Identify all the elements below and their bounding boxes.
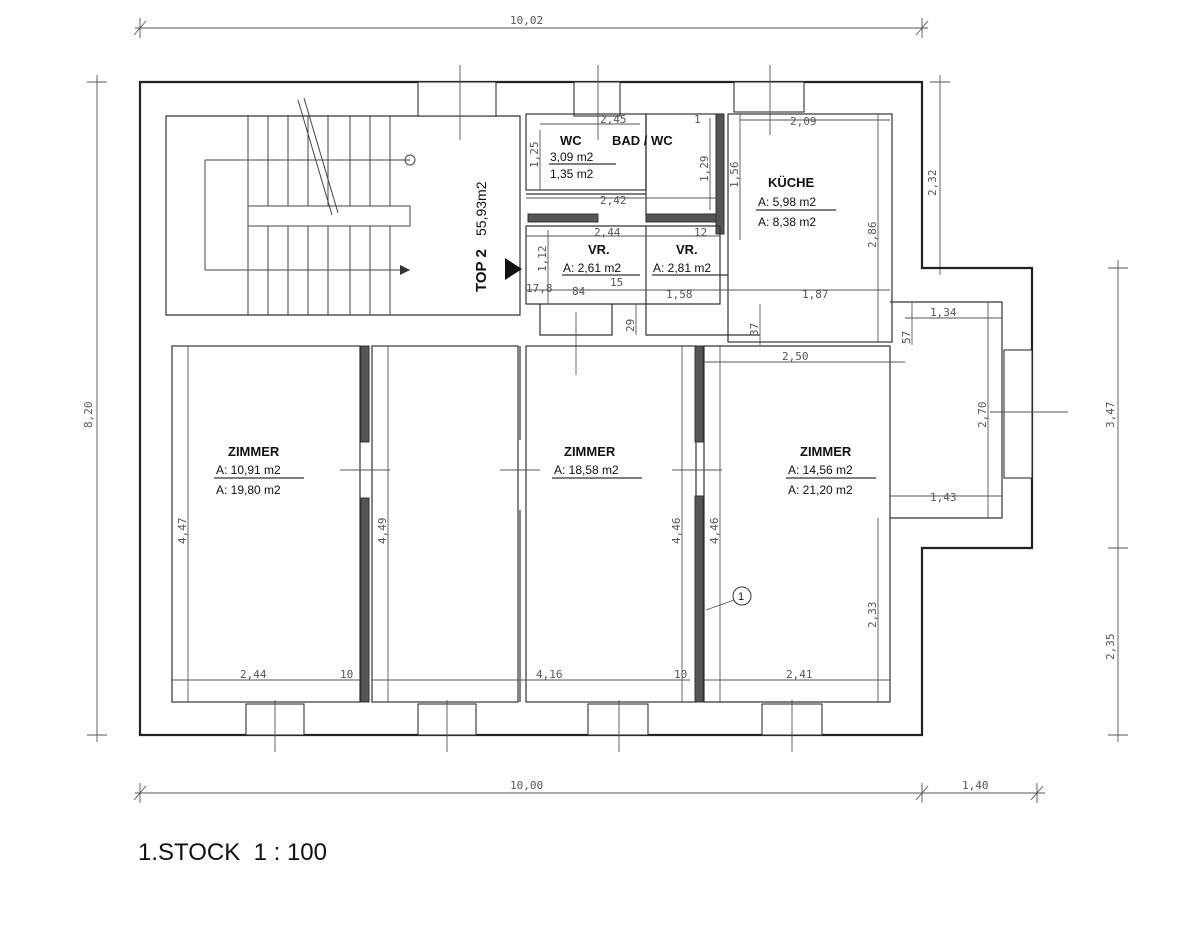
dim-left-height: 8,20 <box>82 402 95 429</box>
dim-bay-134: 1,34 <box>930 306 957 319</box>
dim-vr-37: 37 <box>748 323 761 336</box>
kueche-area2: A: 8,38 m2 <box>758 215 816 229</box>
dim-bottom-overall: 10,00 <box>510 779 543 792</box>
bad-wc-name: BAD / WC <box>612 133 673 148</box>
dimension-texts: 10,02 10,00 1,40 8,20 2,32 3,47 2,35 2,4… <box>82 14 1117 792</box>
vr1-area: A: 2,61 m2 <box>563 261 621 275</box>
dim-kueche-height: 2,86 <box>866 222 879 249</box>
dim-right-upper: 2,32 <box>926 170 939 197</box>
dim-z3-height: 4,46 <box>708 518 721 545</box>
dim-z1-width: 2,44 <box>240 668 267 681</box>
dim-bay-270: 2,70 <box>976 402 989 429</box>
dim-bad-width: 1 <box>694 113 701 126</box>
dim-kueche-width: 2,09 <box>790 115 817 128</box>
dim-wall-156: 1,56 <box>728 162 741 189</box>
vr2-name: VR. <box>676 242 698 257</box>
dim-z2-10: 10 <box>674 668 687 681</box>
dim-wc-height: 1,25 <box>528 142 541 169</box>
dim-bottom-right: 1,40 <box>962 779 989 792</box>
entry-arrow-icon <box>505 258 522 280</box>
dim-vr-178: 17,8 <box>526 282 553 295</box>
dim-mid-242: 2,42 <box>600 194 627 207</box>
dim-bay-143: 1,43 <box>930 491 957 504</box>
zimmer2-name: ZIMMER <box>564 444 616 459</box>
outer-walls <box>138 80 1034 737</box>
dim-top-overall: 10,02 <box>510 14 543 27</box>
zimmer1-area1: A: 10,91 m2 <box>216 463 281 477</box>
marker-callout: 1 <box>705 586 752 611</box>
dim-vr-29: 29 <box>624 319 637 332</box>
dim-vr-84: 84 <box>572 285 586 298</box>
dim-bay-250: 2,50 <box>782 350 809 363</box>
dim-mid-244: 2,44 <box>594 226 621 239</box>
inner-dimension-lines <box>172 114 1002 702</box>
dim-z1-10: 10 <box>340 668 353 681</box>
kueche-area1: A: 5,98 m2 <box>758 195 816 209</box>
dim-z3-width: 2,41 <box>786 668 813 681</box>
zimmer3-name: ZIMMER <box>800 444 852 459</box>
dim-vr-187: 1,87 <box>802 288 829 301</box>
unit-area: 55,93m2 <box>473 181 489 236</box>
dim-z2-height-r: 4,46 <box>670 518 683 545</box>
marker-label: 1 <box>738 591 744 603</box>
dim-mid-12: 12 <box>694 226 707 239</box>
dim-vr-112: 1,12 <box>536 246 549 273</box>
dim-vr-15: 15 <box>610 276 623 289</box>
kueche-name: KÜCHE <box>768 175 815 190</box>
dim-z2-width: 4,16 <box>536 668 563 681</box>
dim-z2-height-l: 4,49 <box>376 518 389 545</box>
wc-name: WC <box>560 133 582 148</box>
zimmer1-area2: A: 19,80 m2 <box>216 483 281 497</box>
windows <box>245 65 1068 752</box>
zimmer3-area1: A: 14,56 m2 <box>788 463 853 477</box>
dim-vr-158: 1,58 <box>666 288 693 301</box>
vr1-name: VR. <box>588 242 610 257</box>
wc-area2: 1,35 m2 <box>550 167 594 181</box>
dimension-lines <box>87 18 1128 803</box>
unit-label: TOP 2 <box>473 249 490 292</box>
zimmer1-name: ZIMMER <box>228 444 280 459</box>
staircase <box>204 97 416 315</box>
wc-area1: 3,09 m2 <box>550 150 594 164</box>
zimmer3-area2: A: 21,20 m2 <box>788 483 853 497</box>
vr2-area: A: 2,81 m2 <box>653 261 711 275</box>
dim-bay-57: 57 <box>900 331 913 344</box>
dim-z1-height: 4,47 <box>176 518 189 545</box>
dim-right-height-top: 3,47 <box>1104 402 1117 429</box>
zimmer2-area1: A: 18,58 m2 <box>554 463 619 477</box>
dim-bad-height: 1,29 <box>698 156 711 183</box>
plan-title: 1.STOCK 1 : 100 <box>138 839 327 866</box>
dim-z3-233: 2,33 <box>866 602 879 629</box>
partitions <box>171 113 1003 703</box>
dim-wc-width: 2,45 <box>600 113 627 126</box>
dim-right-height-bottom: 2,35 <box>1104 634 1117 661</box>
